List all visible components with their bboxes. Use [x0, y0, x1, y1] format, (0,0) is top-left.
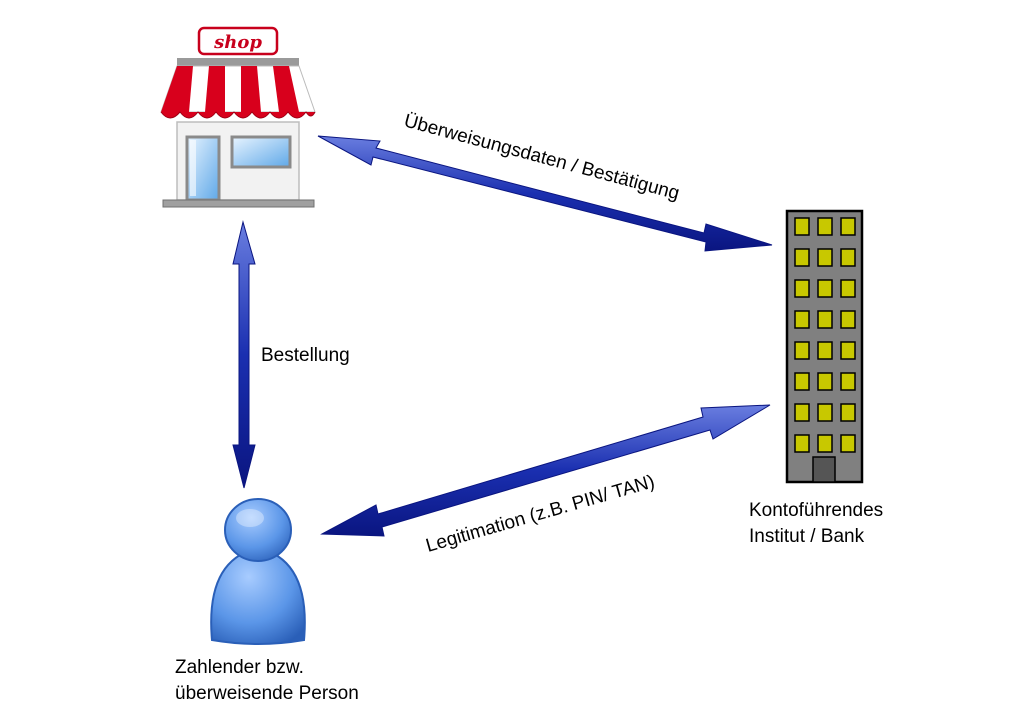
building-window	[817, 403, 833, 422]
building-window	[794, 310, 810, 329]
building-windows	[794, 217, 856, 453]
building-window	[794, 248, 810, 267]
legitimation-arrow	[320, 404, 771, 537]
bank-building-icon	[785, 209, 864, 484]
order-label: Bestellung	[261, 343, 350, 369]
person-label-line2: überweisende Person	[175, 683, 359, 704]
building-window	[817, 279, 833, 298]
shop-sign-text: shop	[213, 32, 262, 53]
building-window	[840, 217, 856, 236]
legitimation-label: Legitimation (z.B. PIN/ TAN)	[424, 471, 657, 556]
building-window	[840, 310, 856, 329]
building-window	[817, 217, 833, 236]
shop-icon: shop	[160, 26, 316, 208]
building-window	[840, 341, 856, 360]
order-label-text: Bestellung	[261, 345, 350, 366]
person-label-line1: Zahlender bzw.	[175, 657, 304, 678]
transfer-data-arrow	[317, 135, 773, 252]
order-arrow	[232, 220, 256, 489]
building-window	[794, 341, 810, 360]
building-window	[840, 248, 856, 267]
bank-label-line2: Institut / Bank	[749, 526, 865, 547]
building-window	[840, 279, 856, 298]
building-window	[817, 434, 833, 453]
building-window	[817, 310, 833, 329]
building-window	[840, 403, 856, 422]
building-window	[840, 372, 856, 391]
building-window	[817, 372, 833, 391]
person-label: Zahlender bzw. überweisende Person	[175, 655, 359, 707]
building-window	[794, 217, 810, 236]
bank-label: Kontoführendes Institut / Bank	[749, 498, 883, 550]
building-window	[794, 434, 810, 453]
building-window	[817, 341, 833, 360]
building-window	[794, 279, 810, 298]
building-window	[840, 434, 856, 453]
person-icon	[210, 498, 306, 645]
building-window	[817, 248, 833, 267]
building-window	[794, 403, 810, 422]
transfer-data-label: Überweisungsdaten / Bestätigung	[402, 111, 682, 205]
building-window	[794, 372, 810, 391]
bank-label-line1: Kontoführendes	[749, 500, 884, 521]
